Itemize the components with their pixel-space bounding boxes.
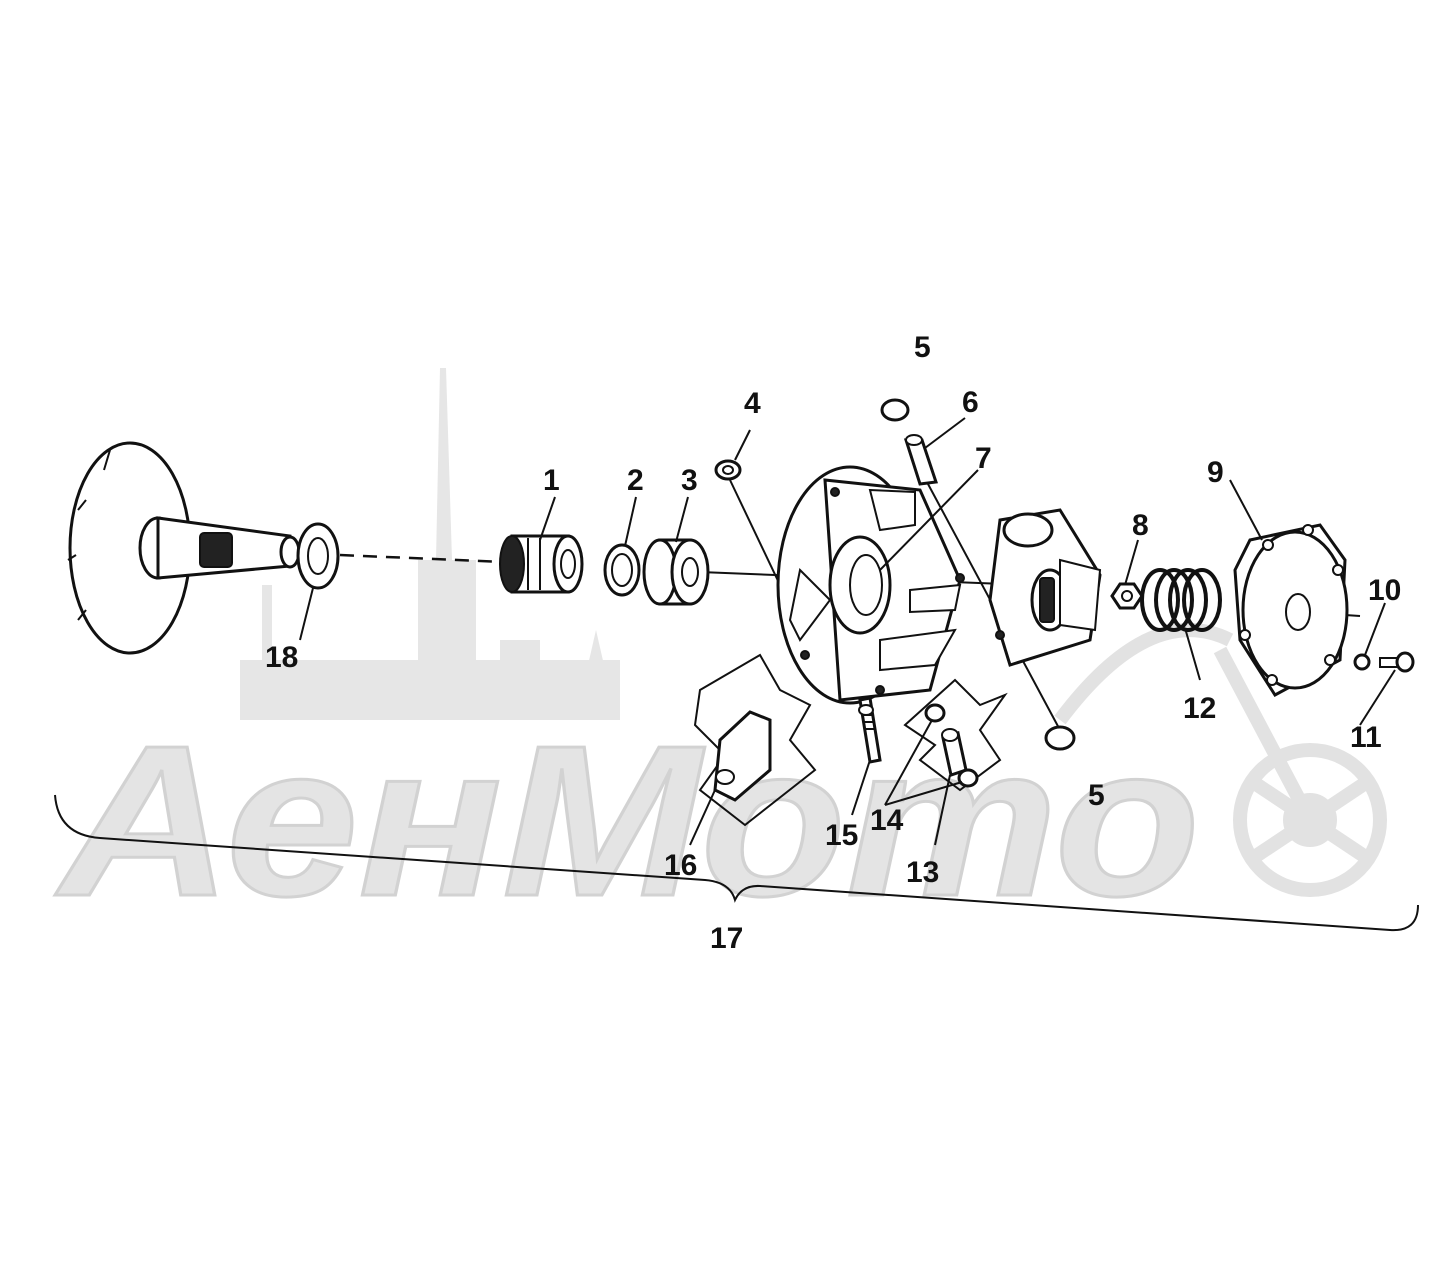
callout-1: 1 <box>543 464 560 497</box>
callout-15: 15 <box>825 819 858 852</box>
shoe-16 <box>713 710 772 802</box>
stationary-sheave <box>67 441 301 655</box>
callout-10: 10 <box>1368 574 1401 607</box>
bolt-15 <box>858 696 882 764</box>
watermark-brand-text: АенМото <box>54 700 1200 941</box>
callout-12: 12 <box>1183 692 1216 725</box>
leader-lines <box>299 417 1396 846</box>
bolt-11 <box>1379 651 1415 673</box>
spider-assembly <box>988 508 1102 667</box>
bushing-14a <box>924 703 946 723</box>
callout-2: 2 <box>627 464 644 497</box>
callout-7: 7 <box>975 442 992 475</box>
bearing-1 <box>499 534 584 594</box>
assembly-bracket-17 <box>54 794 1419 932</box>
watermark-motorcycle <box>1054 623 1387 897</box>
subassembly-frame-right <box>903 678 1008 792</box>
callout-3: 3 <box>681 464 698 497</box>
callout-16: 16 <box>664 849 697 882</box>
spacer-3 <box>642 538 710 606</box>
movable-sheave-7 <box>776 465 965 705</box>
callout-5-top: 5 <box>914 331 931 364</box>
callout-9: 9 <box>1207 456 1224 489</box>
cover-9 <box>1233 523 1349 697</box>
callout-labels: 1 2 3 4 5 5 6 7 8 9 10 11 12 13 14 15 16… <box>265 331 1401 955</box>
callout-6: 6 <box>962 386 979 419</box>
button-5-bottom <box>1044 725 1076 751</box>
callout-18: 18 <box>265 641 298 674</box>
callout-17: 17 <box>710 922 743 955</box>
callout-5-bottom: 5 <box>1088 779 1105 812</box>
button-5-top <box>880 398 910 422</box>
spring-12 <box>1140 568 1222 632</box>
callout-14: 14 <box>870 804 904 837</box>
washer-10 <box>1353 653 1371 671</box>
callout-4: 4 <box>744 387 761 420</box>
washer-18 <box>296 522 340 590</box>
watermark: АенМото <box>53 368 1387 943</box>
callout-13: 13 <box>906 856 939 889</box>
nut-8 <box>1110 582 1144 610</box>
callout-8: 8 <box>1132 509 1149 542</box>
callout-11: 11 <box>1350 721 1382 754</box>
subassembly-frame-left <box>693 653 817 827</box>
ring-2 <box>603 543 641 597</box>
bushing-14b <box>957 768 979 788</box>
watermark-skyline <box>240 368 620 720</box>
axis-dash-left <box>339 553 506 564</box>
